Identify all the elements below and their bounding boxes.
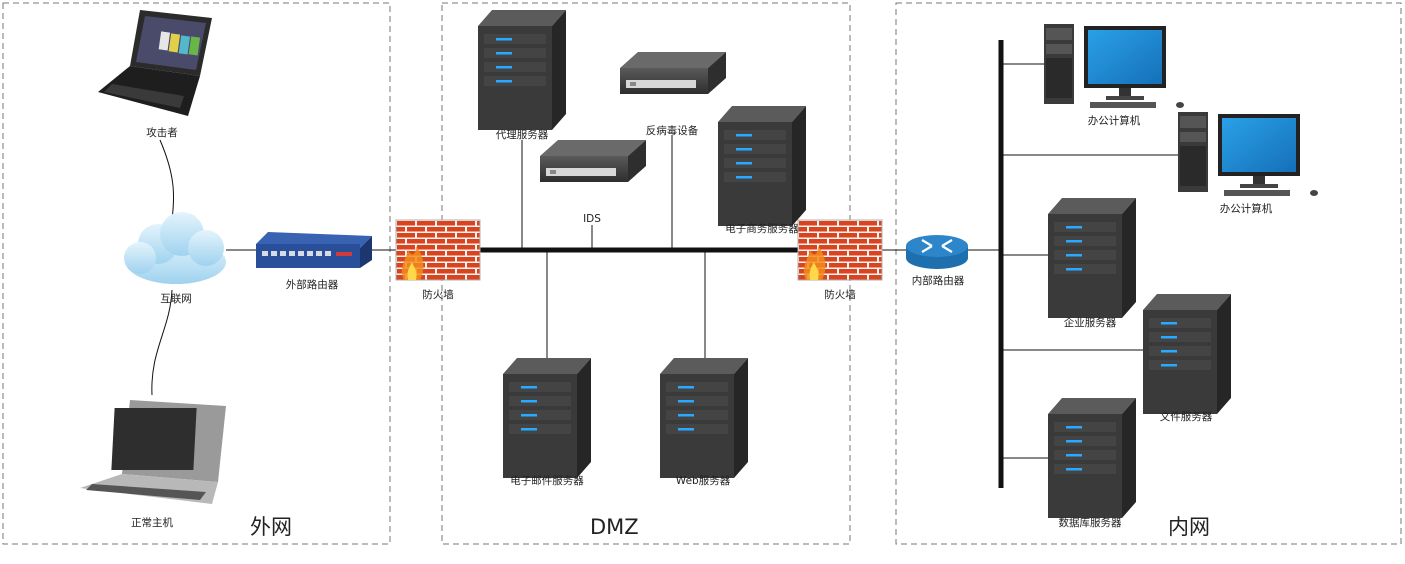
ids-node[interactable]: IDS <box>540 140 646 225</box>
web-server-node[interactable]: Web服务器 <box>660 358 748 487</box>
laptop-icon <box>80 400 226 504</box>
database-server-node[interactable]: 数据库服务器 <box>1048 398 1136 529</box>
office-pc-1-node[interactable]: 办公计算机 <box>1044 24 1184 127</box>
zone-external-title: 外网 <box>250 515 292 539</box>
server-icon <box>1048 198 1136 318</box>
server-icon <box>660 358 748 478</box>
server-icon <box>478 10 566 130</box>
internal-router-node[interactable]: 内部路由器 <box>906 235 968 287</box>
internet-node[interactable]: 互联网 <box>124 212 226 305</box>
desktop-computer-icon <box>1044 24 1184 108</box>
server-icon <box>503 358 591 478</box>
database-server-label: 数据库服务器 <box>1059 516 1122 529</box>
firewall-inner-label: 防火墙 <box>824 288 856 301</box>
router-icon <box>906 235 968 269</box>
internet-label: 互联网 <box>160 293 192 305</box>
proxy-server-node[interactable]: 代理服务器 <box>478 10 566 141</box>
antivirus-device-label: 反病毒设备 <box>646 124 699 137</box>
connections <box>151 40 1178 488</box>
ecommerce-server-node[interactable]: 电子商务服务器 <box>718 106 806 235</box>
attacker-node[interactable]: 攻击者 <box>98 10 212 139</box>
zone-dmz-frame <box>441 2 851 545</box>
firewall-icon <box>797 219 883 281</box>
appliance-icon <box>620 52 726 94</box>
attacker-label: 攻击者 <box>146 126 178 139</box>
antivirus-device-node[interactable]: 反病毒设备 <box>620 52 726 137</box>
enterprise-server-node[interactable]: 企业服务器 <box>1048 198 1136 329</box>
cloud-icon <box>124 212 226 284</box>
email-server-node[interactable]: 电子邮件服务器 <box>503 358 591 487</box>
normal-host-node[interactable]: 正常主机 <box>80 400 226 529</box>
server-icon <box>718 106 806 226</box>
firewall-outer-node[interactable]: 防火墙 <box>395 219 481 301</box>
firewall-inner-node[interactable]: 防火墙 <box>797 219 883 301</box>
office-pc-2-label: 办公计算机 <box>1220 202 1273 215</box>
zone-external-frame <box>2 2 391 545</box>
file-server-node[interactable]: 文件服务器 <box>1143 294 1231 423</box>
enterprise-server-label: 企业服务器 <box>1064 316 1117 329</box>
zone-dmz-title: DMZ <box>590 515 639 539</box>
normal-host-label: 正常主机 <box>131 516 173 529</box>
proxy-server-label: 代理服务器 <box>496 128 549 141</box>
email-server-label: 电子邮件服务器 <box>510 474 584 487</box>
office-pc-2-node[interactable]: 办公计算机 <box>1178 112 1318 215</box>
zone-internal-title: 内网 <box>1168 515 1210 539</box>
zone-internal-frame <box>895 2 1402 545</box>
file-server-label: 文件服务器 <box>1160 410 1213 423</box>
router-icon <box>256 232 372 268</box>
ids-label: IDS <box>583 213 601 225</box>
firewall-icon <box>395 219 481 281</box>
desktop-computer-icon <box>1178 112 1318 196</box>
external-router-label: 外部路由器 <box>286 278 339 291</box>
server-icon <box>1048 398 1136 518</box>
office-pc-1-label: 办公计算机 <box>1088 114 1141 127</box>
ecommerce-server-label: 电子商务服务器 <box>725 222 799 235</box>
link-attacker-internet <box>159 139 175 221</box>
web-server-label: Web服务器 <box>676 474 731 487</box>
appliance-icon <box>540 140 646 182</box>
server-icon <box>1143 294 1231 414</box>
external-router-node[interactable]: 外部路由器 <box>256 232 372 291</box>
link-host-internet <box>151 289 173 396</box>
internal-router-label: 内部路由器 <box>912 274 965 287</box>
laptop-icon <box>98 10 212 116</box>
firewall-outer-label: 防火墙 <box>422 288 454 301</box>
